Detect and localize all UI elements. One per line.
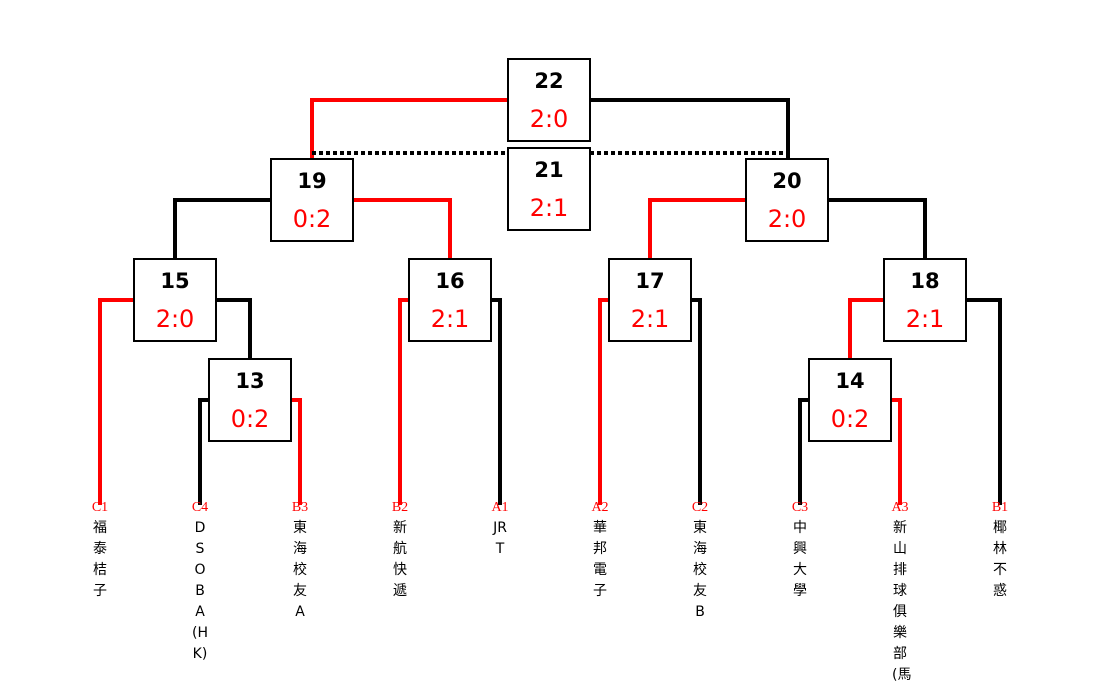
line-22-right (590, 98, 790, 159)
match-score: 2:0 (767, 205, 807, 233)
team-code: C3 (791, 500, 809, 515)
line-20-left (648, 198, 746, 259)
team-name: 東海校友B (693, 520, 707, 620)
team-name: 華邦電子 (593, 520, 607, 599)
team-name: 中興大學 (793, 520, 807, 599)
match-number: 15 (160, 269, 190, 293)
team-c2: C2 東海校友B (685, 500, 715, 623)
team-name: 椰林不惑 (993, 520, 1007, 599)
team-name: DSOBA(HK) (192, 520, 208, 662)
team-name: 福泰桔子 (93, 520, 107, 599)
match-score: 2:1 (529, 194, 569, 222)
line-19-left (173, 198, 271, 259)
match-box-19: 19 0:2 (270, 158, 354, 242)
team-name: JRT (493, 520, 507, 557)
line-14-right (891, 398, 902, 505)
team-c3: C3 中興大學 (785, 500, 815, 602)
team-a3: A3 新山排球俱樂部(馬 (885, 500, 915, 686)
match-score: 2:1 (430, 305, 470, 333)
match-number: 20 (772, 169, 802, 193)
match-number: 21 (534, 158, 564, 182)
match-score: 2:1 (905, 305, 945, 333)
line-16-right (491, 298, 502, 505)
team-c1: C1 福泰桔子 (85, 500, 115, 602)
team-code: C1 (91, 500, 109, 515)
line-15-right (216, 298, 252, 359)
team-code: A2 (591, 500, 609, 515)
team-b2: B2 新航快遞 (385, 500, 415, 602)
match-box-15: 15 2:0 (133, 258, 217, 342)
match-score: 2:1 (630, 305, 670, 333)
match-score: 0:2 (292, 205, 332, 233)
team-code: B3 (291, 500, 309, 515)
match-number: 22 (534, 69, 564, 93)
line-18-right (966, 298, 1002, 505)
match-score: 2:0 (529, 105, 569, 133)
line-17-right (691, 298, 702, 505)
line-20-right (828, 198, 927, 259)
team-name: 新山排球俱樂部(馬 (892, 520, 912, 683)
line-13-left (198, 398, 209, 505)
team-code: B2 (391, 500, 409, 515)
match-box-14: 14 0:2 (808, 358, 892, 442)
team-name: 新航快遞 (393, 520, 407, 599)
match-box-18: 18 2:1 (883, 258, 967, 342)
match-box-20: 20 2:0 (745, 158, 829, 242)
team-name: 東海校友A (293, 520, 307, 620)
match-box-16: 16 2:1 (408, 258, 492, 342)
team-b3: B3 東海校友A (285, 500, 315, 623)
match-number: 14 (835, 369, 865, 393)
team-code: C2 (691, 500, 709, 515)
match-number: 17 (635, 269, 665, 293)
line-18-left (848, 298, 884, 359)
team-code: A3 (891, 500, 909, 515)
line-16-left (398, 298, 409, 505)
match-box-21: 21 2:1 (507, 147, 591, 231)
match-number: 18 (910, 269, 940, 293)
match-score: 2:0 (155, 305, 195, 333)
line-15-left (98, 298, 134, 505)
match-score: 0:2 (830, 405, 870, 433)
line-22-left (310, 98, 508, 159)
match-box-13: 13 0:2 (208, 358, 292, 442)
team-b1: B1 椰林不惑 (985, 500, 1015, 602)
line-13-right (291, 398, 302, 505)
line-19-right (353, 198, 452, 259)
team-code: B1 (991, 500, 1009, 515)
match-number: 19 (297, 169, 327, 193)
match-number: 16 (435, 269, 465, 293)
line-17-left (598, 298, 609, 505)
match-score: 0:2 (230, 405, 270, 433)
team-code: C4 (191, 500, 209, 515)
match-number: 13 (235, 369, 265, 393)
team-a2: A2 華邦電子 (585, 500, 615, 602)
team-code: A1 (491, 500, 509, 515)
match-box-17: 17 2:1 (608, 258, 692, 342)
line-14-left (798, 398, 809, 505)
match-box-22: 22 2:0 (507, 58, 591, 142)
